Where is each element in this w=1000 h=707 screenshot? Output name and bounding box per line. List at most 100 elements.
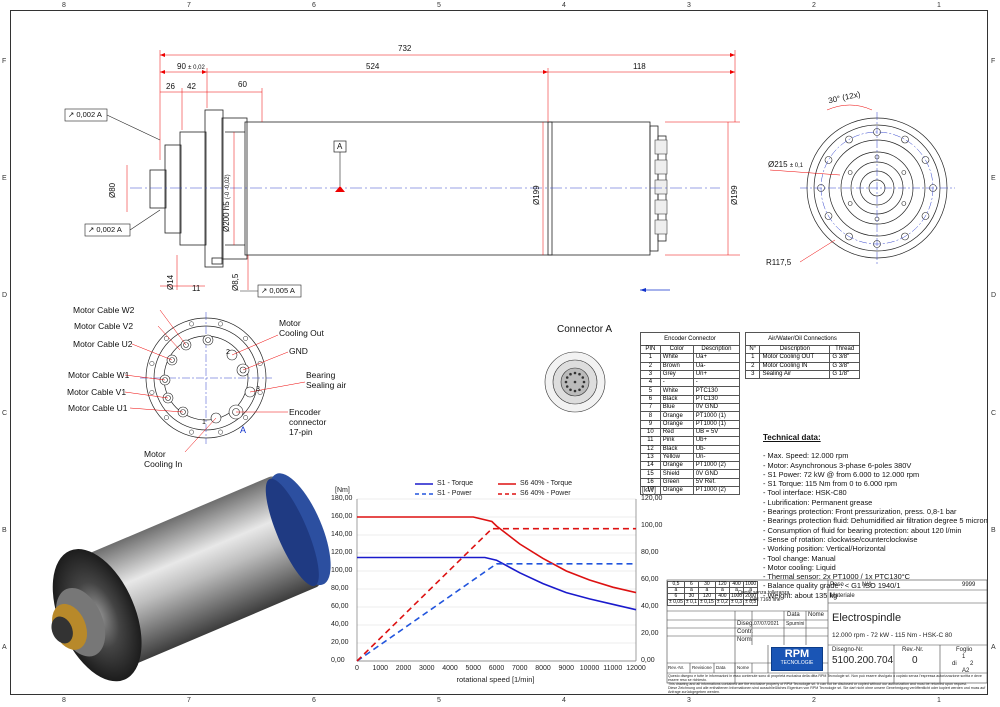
- rear-bolt-hole: [189, 429, 194, 435]
- technical-data-line: - Tool change: Manual: [763, 553, 836, 563]
- technical-data-line: - S1 Torque: 115 Nm from 0 to 6.000 rpm: [763, 479, 898, 489]
- chart-y-right-tick: 0,00: [641, 657, 655, 664]
- table-cell: 2: [640, 361, 661, 371]
- dim-42: 42: [187, 82, 196, 91]
- chart-x-tick: 3000: [418, 665, 435, 672]
- spindle-render: [51, 473, 331, 682]
- dim-dia14: Ø14: [166, 274, 175, 290]
- chart-y-left-tick: 160,00: [331, 513, 353, 520]
- table-cell: PT1000 (2): [692, 486, 741, 496]
- rear-bolt-hole: [218, 429, 223, 435]
- zone-column-top: 6: [312, 2, 316, 9]
- chart-x-tick: 9000: [558, 665, 575, 672]
- table-cell: Pink: [659, 436, 694, 446]
- runout-3: ↗ 0,005 A: [261, 286, 295, 295]
- table-cell: 1: [640, 353, 661, 363]
- chart-x-tick: 7000: [511, 665, 528, 672]
- table-cell: 15: [640, 469, 661, 479]
- materiale-label: Materiale: [830, 593, 855, 599]
- chart-y-right-tick: 100,00: [641, 522, 663, 529]
- table-cell: 14: [640, 461, 661, 471]
- dim-dia8-5: Ø8,5: [231, 273, 240, 291]
- callout-n3: 3: [256, 386, 260, 393]
- format-label: A2: [962, 668, 970, 674]
- rear-bolt-hole: [163, 335, 169, 341]
- table-header: PIN: [640, 344, 661, 355]
- callout-motor-cable-v2: Motor Cable V2: [74, 321, 134, 331]
- tolerance-cell: ± 0,5: [743, 599, 759, 606]
- callout-motor-cable-w1: Motor Cable W1: [68, 370, 130, 380]
- legend-label: S1 - Power: [437, 490, 472, 497]
- spindle-body: [244, 121, 651, 256]
- chart-y-right-label: [kW]: [642, 487, 656, 494]
- connector-pin: [582, 380, 586, 384]
- chart-y-left-tick: 140,00: [331, 531, 353, 538]
- front-flange: [221, 117, 248, 260]
- chart-y-right-tick: 40,00: [641, 603, 659, 610]
- tool-interface: [149, 169, 167, 209]
- legend-label: S6 40% - Power: [520, 490, 571, 497]
- product-title: Electrospindle: [832, 612, 902, 624]
- rpm-logo: RPM TECNOLOGIE: [771, 647, 823, 671]
- connector-pin: [564, 380, 568, 384]
- nome-label: Nome: [808, 612, 825, 618]
- zone-column-top: 8: [62, 2, 66, 9]
- connector-pin: [573, 380, 577, 384]
- diseg-date: 07/07/2021: [754, 621, 780, 627]
- callout-motor-cable-w2: Motor Cable W2: [73, 305, 135, 315]
- callout-encoder-2: connector: [289, 417, 327, 427]
- rear-bolt-hole: [189, 321, 194, 327]
- chart-y-left-tick: 120,00: [331, 549, 353, 556]
- table-cell: 3: [744, 369, 761, 380]
- power-torque-chart: [356, 483, 637, 662]
- dim-26: 26: [166, 82, 175, 91]
- product-subtitle: 12.000 rpm - 72 kW - 115 Nm - HSK-C 80: [832, 632, 953, 639]
- chart-y-right-tick: 80,00: [641, 549, 659, 556]
- tolerance-cell: ± 0,2: [714, 599, 730, 606]
- disclaimer: Questo disegno e tutte le informazioni i…: [668, 674, 986, 694]
- chart-legend: [415, 483, 516, 495]
- bolt-hole: [824, 156, 833, 164]
- callout-motor-cable-u2: Motor Cable U2: [73, 339, 133, 349]
- revision-header: Nome: [737, 665, 750, 670]
- bolt-hole: [921, 156, 930, 164]
- di-value: 2: [970, 661, 974, 667]
- table-cell: Red: [659, 427, 694, 438]
- table-cell: Shield: [659, 469, 694, 479]
- bolt-hole: [901, 135, 909, 144]
- table-cell: 13: [640, 452, 661, 463]
- tolerance-cell: ± 0,05: [667, 599, 685, 606]
- chart-y-left-tick: 40,00: [331, 621, 349, 628]
- table-cell: 12: [640, 444, 661, 454]
- table-cell: 7: [640, 403, 661, 413]
- zone-column-top: 3: [687, 2, 691, 9]
- data-label: Data: [787, 612, 800, 618]
- rear-bolt-hole: [218, 321, 223, 327]
- table-cell: 3: [640, 369, 661, 380]
- series-s1-power: [356, 562, 636, 662]
- callout-encoder-3: 17-pin: [289, 427, 313, 437]
- revision-header: Revisione: [692, 665, 712, 670]
- technical-data-line: - Bearings protection fluid: Dehumidifie…: [763, 516, 988, 526]
- series-s1-torque: [357, 556, 637, 611]
- table-cell: 0V GND: [692, 403, 741, 413]
- dim-dia199-a: Ø199: [532, 185, 541, 205]
- chart-x-tick: 10000: [579, 665, 600, 672]
- logo-text: RPM: [784, 648, 810, 660]
- connector-pin: [569, 372, 572, 376]
- encoder-table-title: Encoder Connector: [640, 332, 740, 346]
- zone-column-top: 5: [437, 2, 441, 9]
- runout-1: ↗ 0,002 A: [68, 110, 102, 119]
- tolerance-cell: ± 0,1: [683, 599, 699, 606]
- zone-column-bottom: 2: [812, 697, 816, 704]
- zone-column-bottom: 3: [687, 697, 691, 704]
- callout-cooling-in-1: Motor: [144, 449, 166, 459]
- table-cell: Orange: [659, 411, 694, 421]
